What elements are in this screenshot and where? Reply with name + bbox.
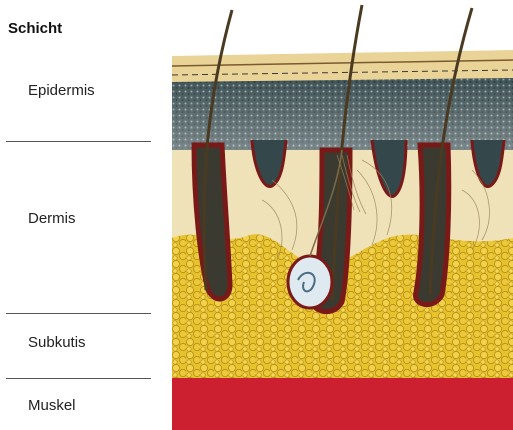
- divider-dermis-subkutis: [6, 313, 151, 314]
- label-dermis: Dermis: [28, 210, 76, 227]
- skin-surface: [172, 50, 513, 82]
- legend-heading: Schicht: [8, 20, 62, 37]
- label-subkutis: Subkutis: [28, 334, 86, 351]
- label-muskel: Muskel: [28, 397, 76, 414]
- divider-subkutis-muskel: [6, 378, 151, 379]
- divider-epidermis-dermis: [6, 141, 151, 142]
- skin-cross-section-illustration: [172, 0, 513, 430]
- muscle-layer: [172, 378, 513, 430]
- layer-legend: Schicht Epidermis Dermis Subkutis Muskel: [0, 0, 160, 430]
- label-epidermis: Epidermis: [28, 82, 95, 99]
